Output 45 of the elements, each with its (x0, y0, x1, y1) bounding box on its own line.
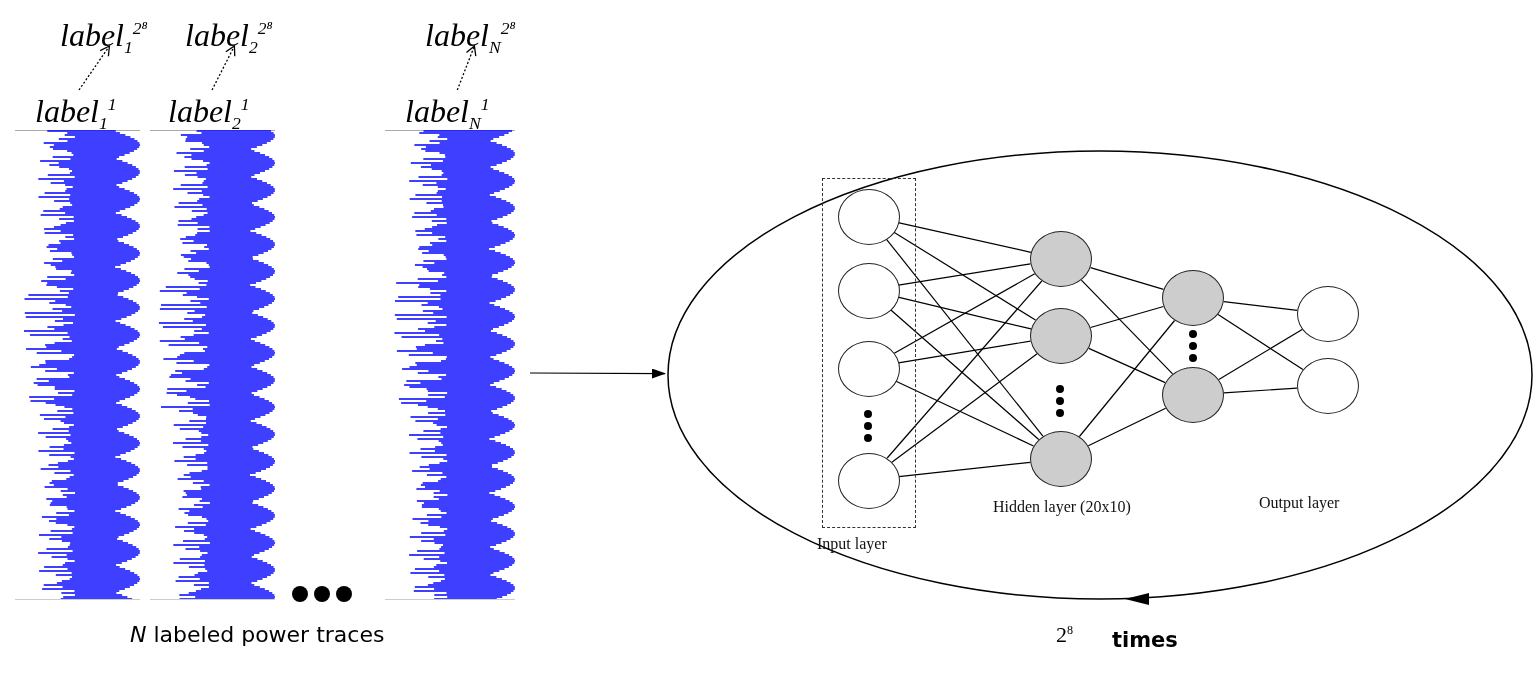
connection-line (1218, 328, 1303, 381)
connection-line (1223, 301, 1298, 311)
neuron-circle (838, 453, 900, 509)
connection-line (892, 231, 1037, 321)
connection-line (1078, 319, 1176, 438)
power-trace-plot (15, 130, 140, 600)
arrow (78, 45, 111, 91)
connection-line (891, 353, 1038, 463)
neuron-circle (1162, 270, 1224, 326)
neuron-circle (1030, 308, 1092, 364)
neuron-circle (838, 189, 900, 245)
connection-line (886, 280, 1043, 459)
connection-line (897, 263, 1032, 286)
power-trace-plot (150, 130, 275, 600)
connection-line (1089, 267, 1165, 290)
neuron-circle (838, 341, 900, 397)
power-trace-plot (385, 130, 515, 600)
neuron-circle (1030, 231, 1092, 287)
connection-line (1089, 305, 1165, 329)
neuron-circle (1297, 286, 1359, 342)
connection-line (893, 273, 1036, 354)
repeat-label: times (1112, 628, 1178, 652)
arrow (529, 368, 666, 379)
repeat-count: 2$^{8}$ (1056, 622, 1074, 648)
connection-line (898, 461, 1031, 478)
neuron-circle (1297, 358, 1359, 414)
connection-line (1087, 407, 1167, 447)
connection-line (897, 340, 1032, 364)
arrow (456, 45, 477, 91)
connection-line (885, 238, 1044, 437)
neuron-circle (838, 263, 900, 319)
connection-line (897, 296, 1032, 330)
connection-line (1217, 313, 1304, 371)
connection-line (1088, 347, 1166, 384)
connection-line (894, 380, 1035, 447)
neuron-circle (1162, 367, 1224, 423)
connection-line (1223, 387, 1298, 394)
connection-line (1080, 279, 1174, 375)
arrow (211, 45, 236, 91)
caption-text: N labeled power traces (130, 622, 385, 647)
layer-label: Output layer (1259, 494, 1340, 512)
layer-label: Input layer (817, 535, 887, 553)
connection-line (897, 222, 1032, 253)
connection-line (889, 308, 1040, 441)
neuron-circle (1030, 431, 1092, 487)
